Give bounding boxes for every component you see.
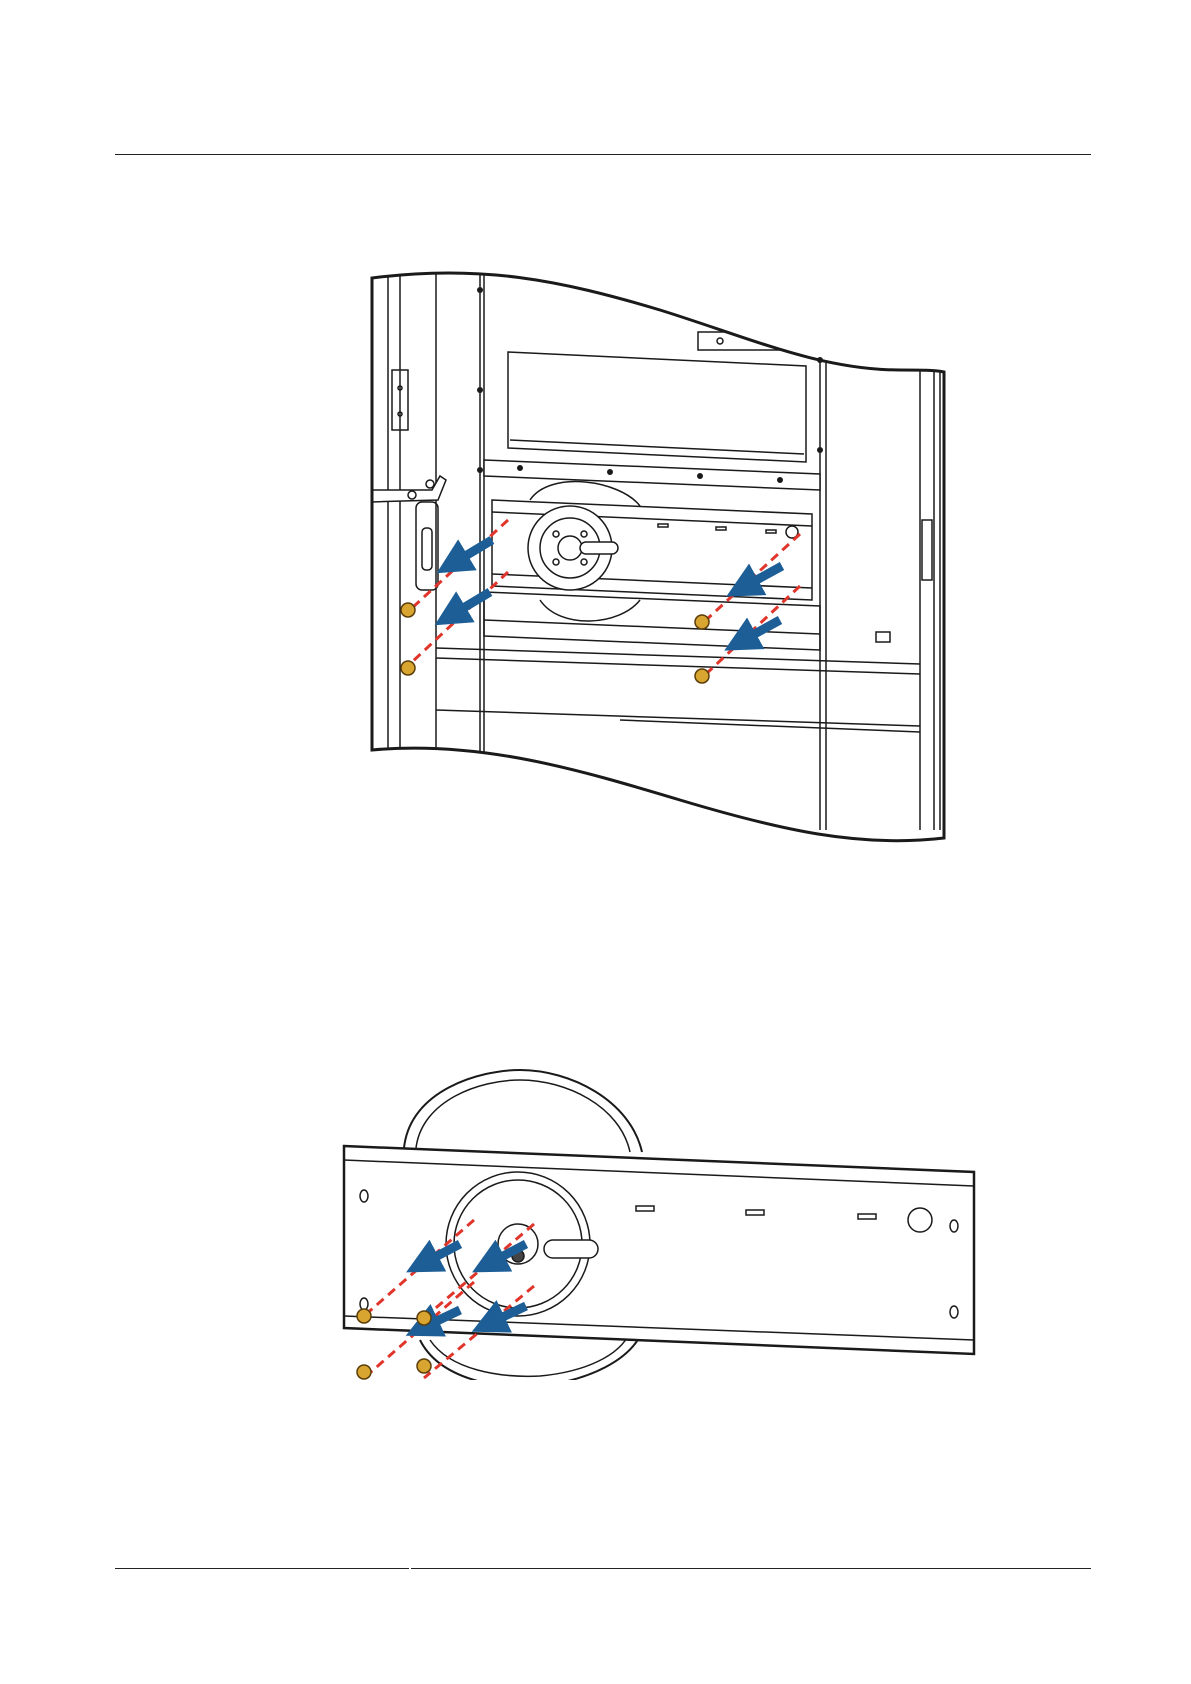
footer-rule-left	[115, 1568, 409, 1569]
fan-bracket-screw-removal-figure	[330, 1060, 990, 1380]
footer-rule-right	[411, 1568, 1091, 1569]
header-rule	[115, 154, 1091, 155]
cabinet-baffle-removal-figure	[360, 270, 1000, 850]
